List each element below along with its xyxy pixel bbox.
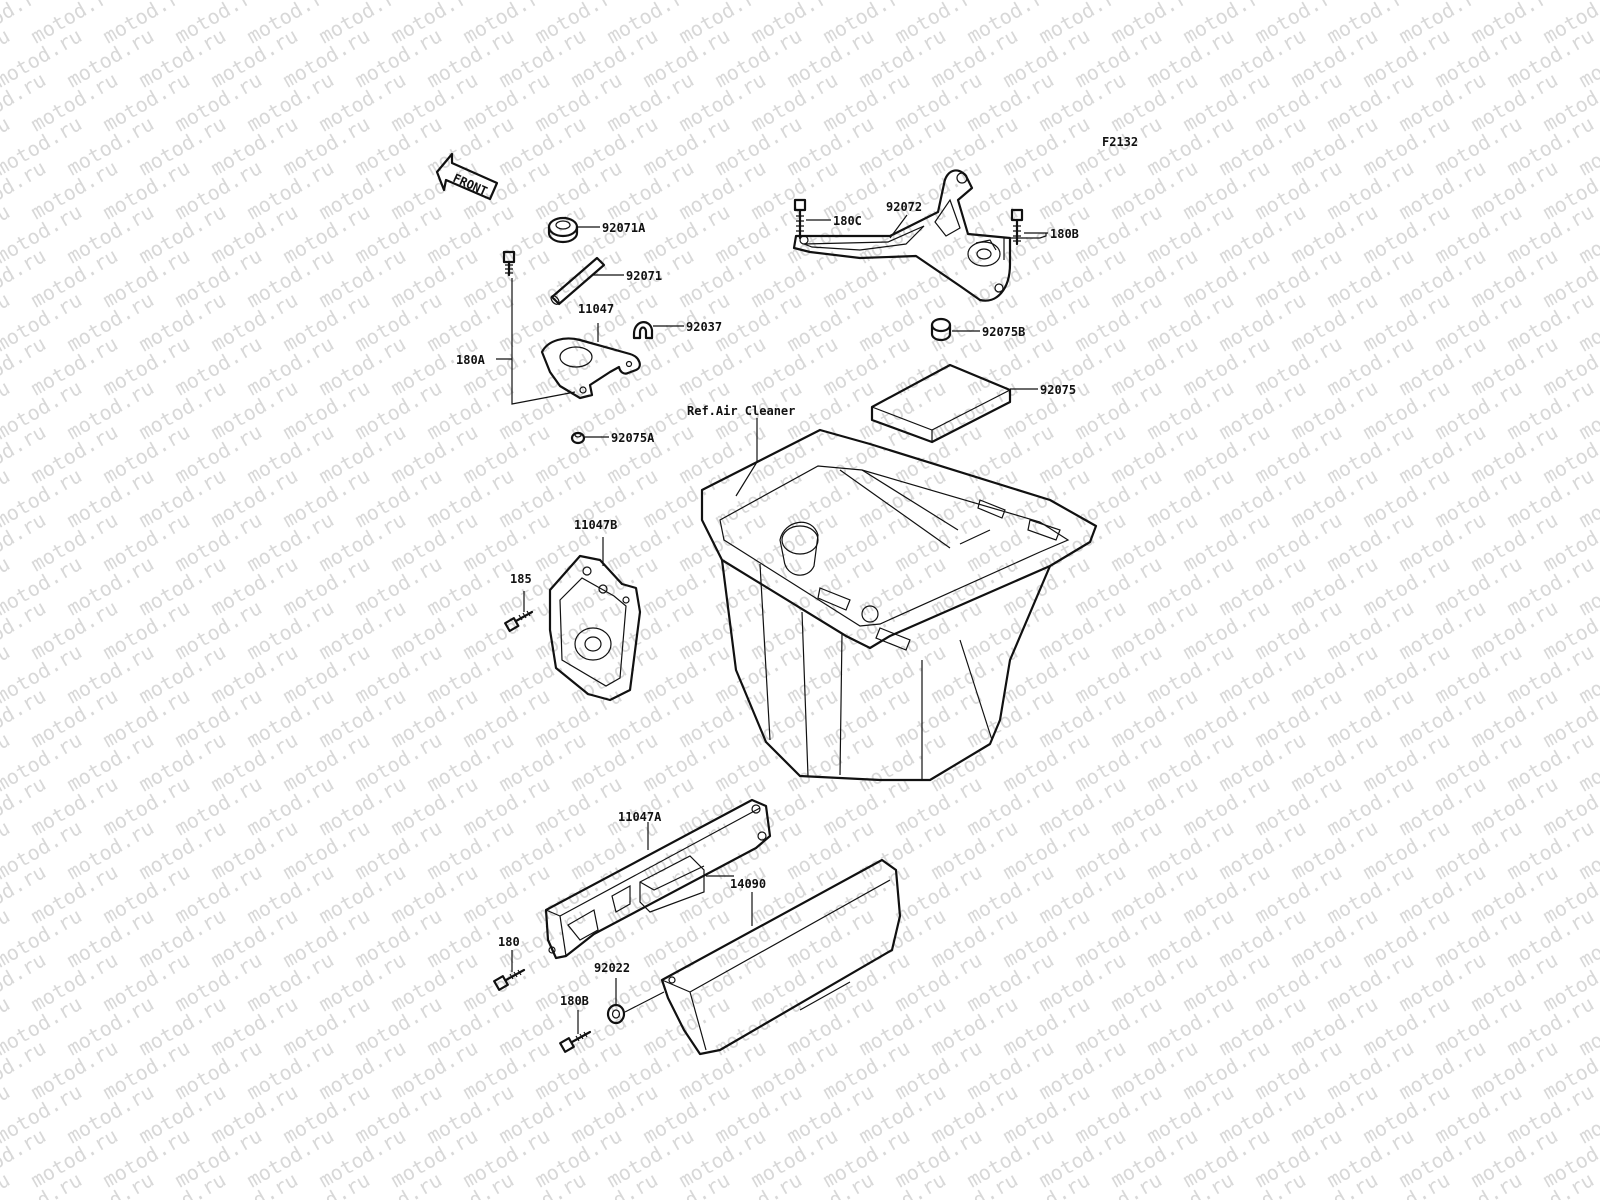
callout-92072: 92072: [886, 200, 922, 214]
part-92072-gasket: [792, 169, 1012, 302]
callout-180B-lower: 180B: [560, 994, 589, 1008]
part-14090-cover: [660, 858, 902, 1056]
callout-11047A: 11047A: [618, 810, 662, 824]
part-92075-pad: [870, 363, 1012, 444]
part-92071-tube: [550, 256, 606, 306]
part-92071A-grommet: [547, 216, 579, 244]
part-92075A-damper: [570, 431, 586, 445]
callout-180A: 180A: [456, 353, 486, 367]
callout-92071: 92071: [626, 269, 662, 283]
callout-14090: 14090: [730, 877, 766, 891]
leader-92022: [615, 978, 665, 1013]
watermark-text: motod.ru: [0, 1167, 14, 1200]
leader-180B-upper: [1003, 232, 1048, 260]
part-180A-bolt: [502, 250, 516, 277]
part-180B-bolt-upper: [1010, 208, 1024, 246]
leader-180A: [496, 278, 576, 405]
callout-180B-upper: 180B: [1050, 227, 1079, 241]
callout-92037: 92037: [686, 320, 722, 334]
part-92075B-damper: [930, 317, 952, 342]
part-92037-clamp: [632, 321, 654, 340]
leader-14090: [706, 875, 753, 926]
watermark-text: motod.ru: [1575, 0, 1600, 4]
figure-code: F2132: [1102, 135, 1138, 149]
callout-11047B: 11047B: [574, 518, 617, 532]
air-cleaner-box: [700, 428, 1098, 782]
callout-92022: 92022: [594, 961, 630, 975]
callout-92075B: 92075B: [982, 325, 1025, 339]
callout-11047: 11047: [578, 302, 614, 316]
part-185-bolt: [504, 610, 534, 633]
part-180C-bolt: [793, 198, 807, 240]
part-11047A-bracket: [544, 798, 772, 960]
part-11047-bracket: [540, 337, 641, 400]
part-11047B-plate: [548, 554, 642, 702]
callout-92075: 92075: [1040, 383, 1076, 397]
leader-ref-air-cleaner: [735, 418, 758, 497]
callout-185: 185: [510, 572, 532, 586]
callout-180: 180: [498, 935, 520, 949]
part-180-bolt: [493, 968, 526, 991]
callout-92071A: 92071A: [602, 221, 646, 235]
part-92022-washer: [606, 1003, 626, 1025]
callout-92075A: 92075A: [611, 431, 655, 445]
reference-air-cleaner: Ref.Air Cleaner: [687, 404, 795, 418]
part-180B-bolt-lower: [559, 1030, 592, 1053]
callout-180C: 180C: [833, 214, 862, 228]
leader-92072: [889, 214, 908, 239]
